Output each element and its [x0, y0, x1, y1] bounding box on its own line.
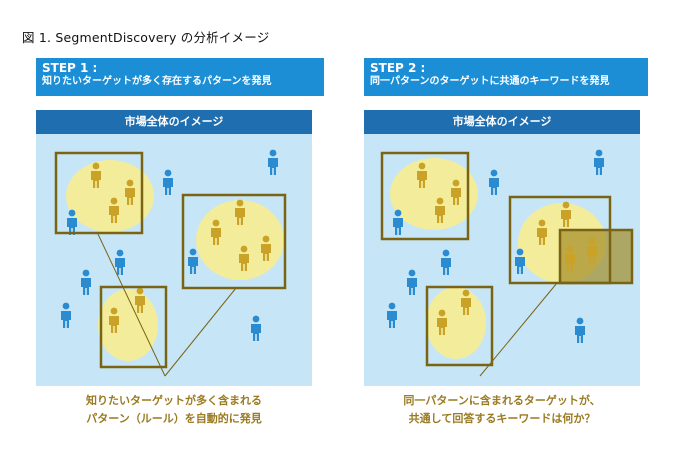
cluster-ellipse [196, 200, 284, 280]
cluster-ellipse [426, 287, 486, 359]
segment-box [181, 193, 287, 290]
cluster-ellipse [98, 289, 158, 361]
left-market-panel [36, 134, 312, 386]
segment-box [558, 228, 634, 285]
step-2-heading: STEP 2 : [370, 61, 426, 75]
segment-box [99, 285, 168, 369]
left-panel-header: 市場全体のイメージ [36, 110, 312, 134]
step-1-banner: STEP 1 : 知りたいターゲットが多く存在するパターンを発見 [36, 58, 324, 96]
cluster-ellipse [66, 160, 154, 232]
segment-box [54, 151, 144, 235]
segment-box [425, 285, 494, 367]
step-2-subtitle: 同一パターンのターゲットに共通のキーワードを発見 [370, 76, 610, 87]
step-1-heading: STEP 1 : [42, 61, 98, 75]
left-caption-line-1: 知りたいターゲットが多く含まれる [86, 394, 262, 407]
segment-box [380, 151, 470, 241]
cluster-ellipse [390, 158, 478, 230]
left-caption-line-2: パターン（ルール）を自動的に発見 [86, 412, 262, 425]
right-caption-line-2: 共通して回答するキーワードは何か？ [408, 412, 596, 425]
right-caption-line-1: 同一パターンに含まれるターゲットが、 [403, 394, 601, 407]
pointer-line [164, 287, 237, 377]
right-panel-header: 市場全体のイメージ [364, 110, 640, 134]
step-2-banner: STEP 2 : 同一パターンのターゲットに共通のキーワードを発見 [364, 58, 648, 96]
left-caption: 知りたいターゲットが多く含まれる パターン（ルール）を自動的に発見 [36, 392, 312, 428]
right-market-panel [364, 134, 640, 386]
pointer-line [96, 231, 166, 377]
step-1-subtitle: 知りたいターゲットが多く存在するパターンを発見 [42, 76, 272, 87]
right-caption: 同一パターンに含まれるターゲットが、 共通して回答するキーワードは何か？ [364, 392, 640, 428]
figure-title: 図 1. SegmentDiscovery の分析イメージ [22, 30, 270, 45]
